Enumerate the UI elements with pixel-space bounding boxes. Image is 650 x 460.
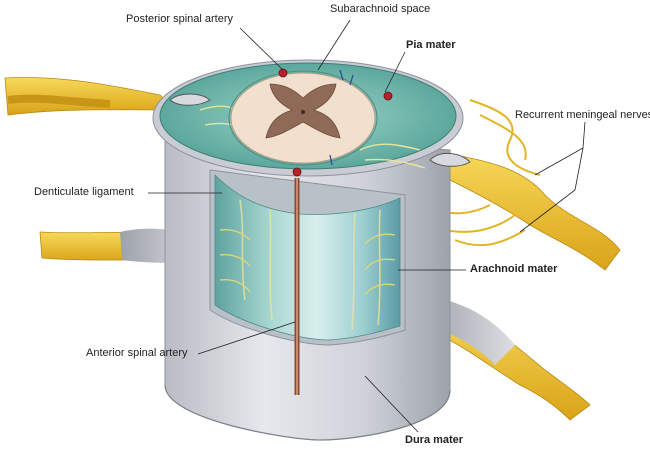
label-arachnoid-mater: Arachnoid mater [470, 263, 558, 275]
cord-cross-section [152, 59, 471, 177]
recurrent-meningeal-branches [429, 99, 541, 247]
anterior-spinal-artery-top [292, 167, 302, 177]
label-recurrent-meningeal-nerves: Recurrent meningeal nerves [515, 109, 650, 121]
label-dura-mater: Dura mater [405, 434, 464, 446]
label-denticulate-ligament: Denticulate ligament [34, 186, 134, 198]
label-anterior-spinal-artery: Anterior spinal artery [86, 347, 188, 359]
posterior-spinal-artery-right [383, 91, 393, 101]
label-subarachnoid-space: Subarachnoid space [330, 3, 431, 15]
upper-right-nerve [429, 149, 621, 271]
leader-lines [148, 19, 586, 433]
posterior-spinal-artery-left [278, 68, 288, 78]
label-pia-mater: Pia mater [406, 39, 456, 51]
arachnoid-mater [214, 174, 401, 395]
label-posterior-spinal-artery: Posterior spinal artery [126, 13, 233, 25]
